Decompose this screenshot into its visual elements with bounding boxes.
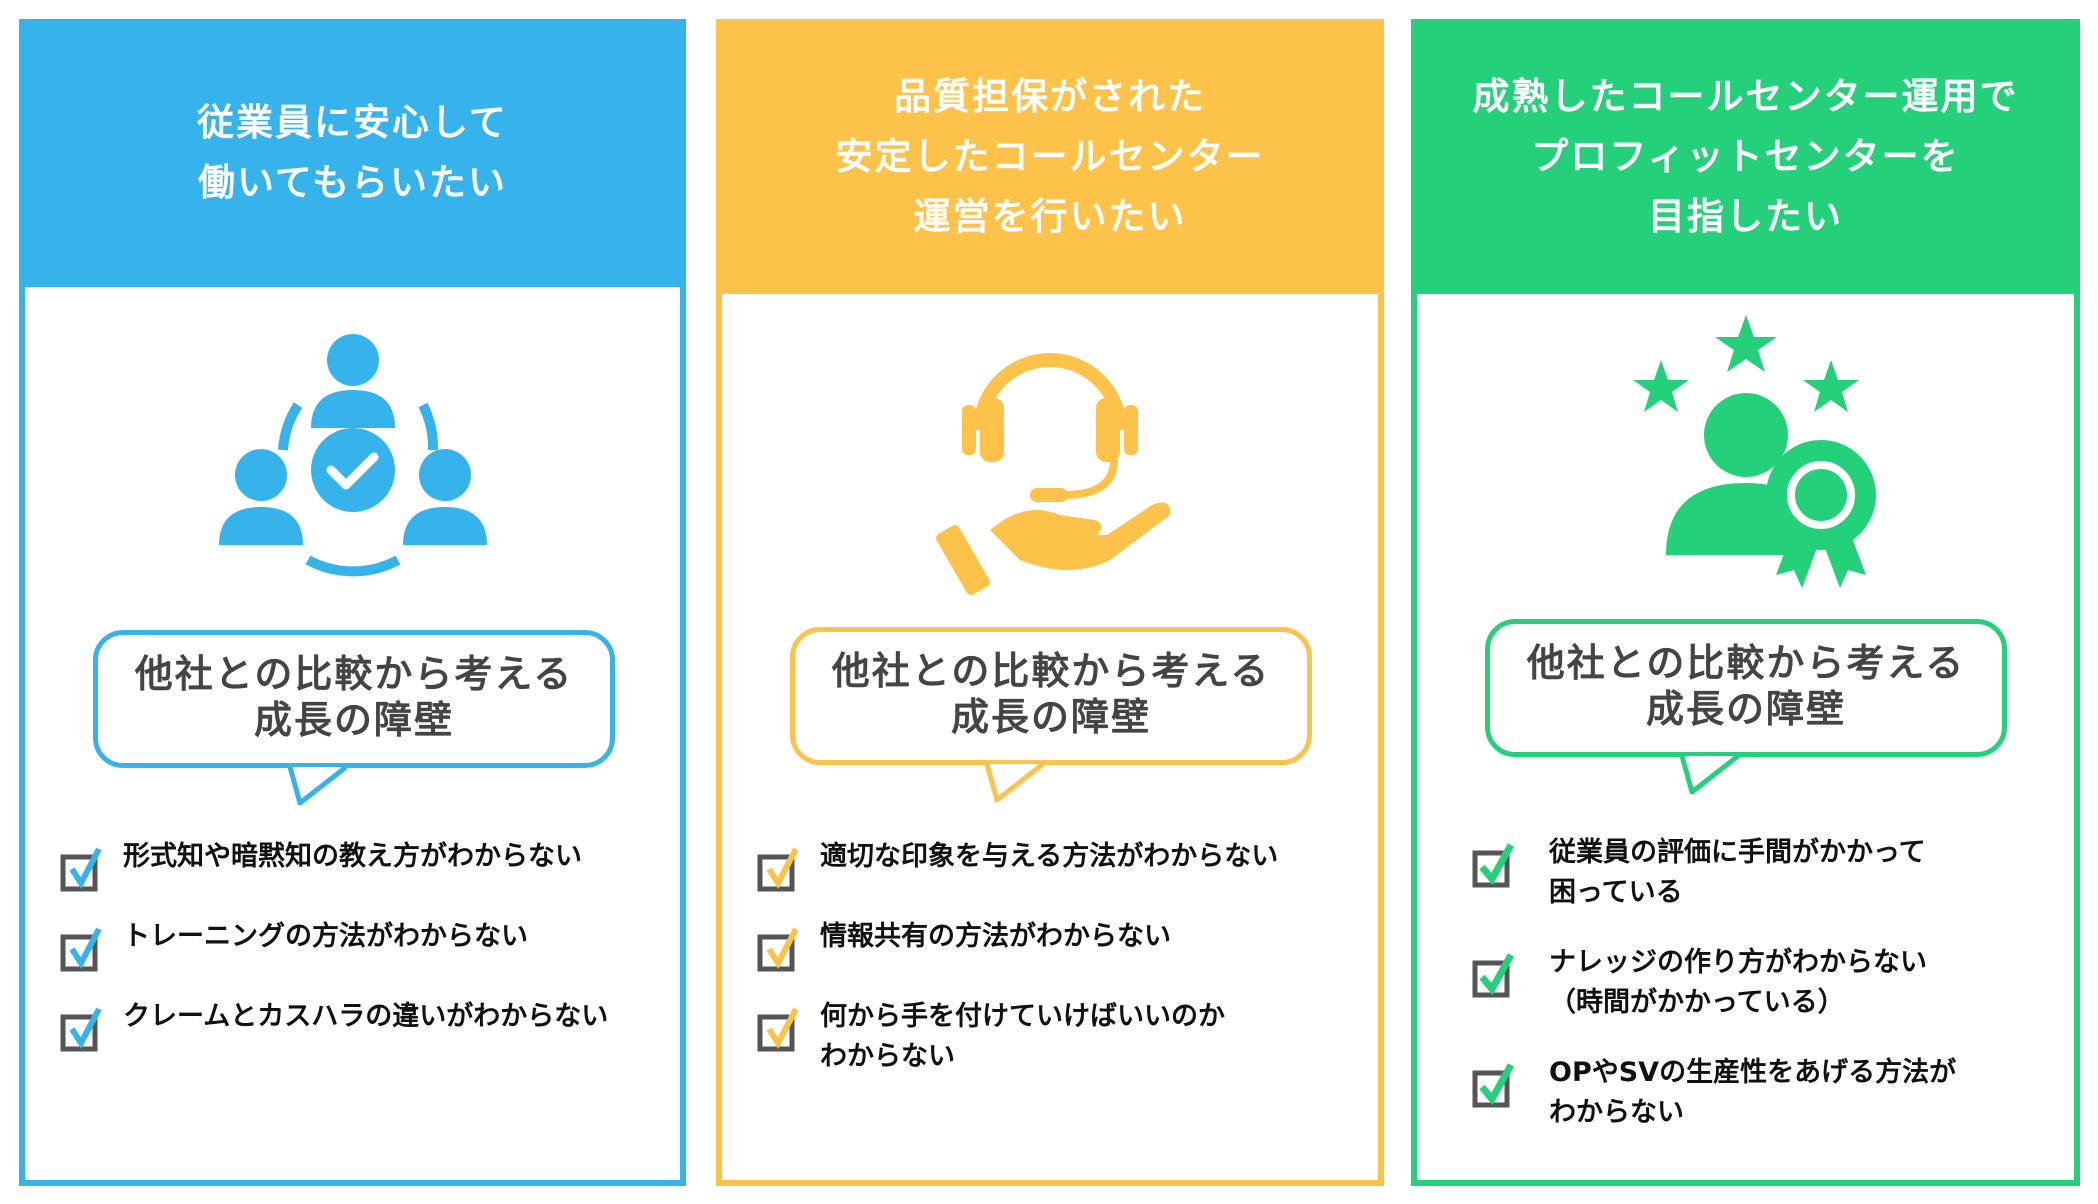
item-text: クレームとカスハラの違いがわからない [123,1001,609,1032]
bubble-text: 他社との比較から考える 成長の障壁 [1526,641,1966,731]
list-item: 情報共有の方法がわからない [757,917,1368,957]
list-item: ナレッジの作り方がわからない （時間がかかっている） [1472,943,2064,1023]
speech-bubble: 他社との比較から考える 成長の障壁 [93,630,615,805]
checkbox-icon [757,927,799,973]
list-item: 適切な印象を与える方法がわからない [757,837,1368,877]
item-text: 何から手を付けていけばいいのか わからない [820,1001,1225,1072]
panel-title: 成熟したコールセンター運用で プロフィットセンターを 目指したい [1411,19,2080,294]
panel-title: 従業員に安心して 働いてもらいたい [19,19,686,287]
item-text: トレーニングの方法がわからない [123,921,528,952]
checkbox-icon [1472,1063,1515,1109]
panel-employees: 従業員に安心して 働いてもらいたい 他社との比較から考える 成長の障壁 形式知や… [19,19,686,1186]
issue-list: 従業員の評価に手間がかかって 困っている ナレッジの作り方がわからない （時間が… [1472,833,2064,1163]
bubble-text: 他社との比較から考える 成長の障壁 [134,652,574,742]
panel-profit: 成熟したコールセンター運用で プロフィットセンターを 目指したい 他社との比較か… [1411,19,2080,1186]
person-award-icon [1632,315,1876,588]
checkbox-icon [60,847,102,893]
checkbox-icon [1472,953,1515,999]
panel-title: 品質担保がされた 安定したコールセンター 運営を行いたい [716,19,1384,294]
item-text: 情報共有の方法がわからない [820,921,1171,952]
headset-hand-icon [936,353,1171,595]
checkbox-icon [1472,843,1515,889]
panel-quality: 品質担保がされた 安定したコールセンター 運営を行いたい 他社との比較から考える… [716,19,1384,1186]
checkbox-icon [60,927,102,973]
bubble-tail [288,767,348,805]
issue-list: 適切な印象を与える方法がわからない 情報共有の方法がわからない 何から手を付けて… [757,837,1368,1117]
item-text: OPやSVの生産性をあげる方法が わからない [1549,1057,1957,1128]
list-item: トレーニングの方法がわからない [60,917,670,957]
item-text: ナレッジの作り方がわからない （時間がかかっている） [1549,947,1927,1018]
bubble-tail [1680,756,1740,794]
list-item: クレームとカスハラの違いがわからない [60,997,670,1037]
checkbox-icon [757,1007,799,1053]
bubble-tail [985,764,1045,802]
issue-list: 形式知や暗黙知の教え方がわからない トレーニングの方法がわからない クレームとカ… [60,837,670,1077]
checkbox-icon [757,847,799,893]
item-text: 形式知や暗黙知の教え方がわからない [123,841,582,872]
item-text: 従業員の評価に手間がかかって 困っている [1549,837,1926,908]
speech-bubble: 他社との比較から考える 成長の障壁 [1485,619,2007,794]
checkbox-icon [60,1007,102,1053]
bubble-text: 他社との比較から考える 成長の障壁 [831,649,1271,739]
team-check-icon [218,334,487,577]
speech-bubble: 他社との比較から考える 成長の障壁 [790,627,1312,802]
list-item: 形式知や暗黙知の教え方がわからない [60,837,670,877]
list-item: 従業員の評価に手間がかかって 困っている [1472,833,2064,913]
item-text: 適切な印象を与える方法がわからない [820,841,1279,872]
list-item: OPやSVの生産性をあげる方法が わからない [1472,1053,2064,1133]
list-item: 何から手を付けていけばいいのか わからない [757,997,1368,1077]
